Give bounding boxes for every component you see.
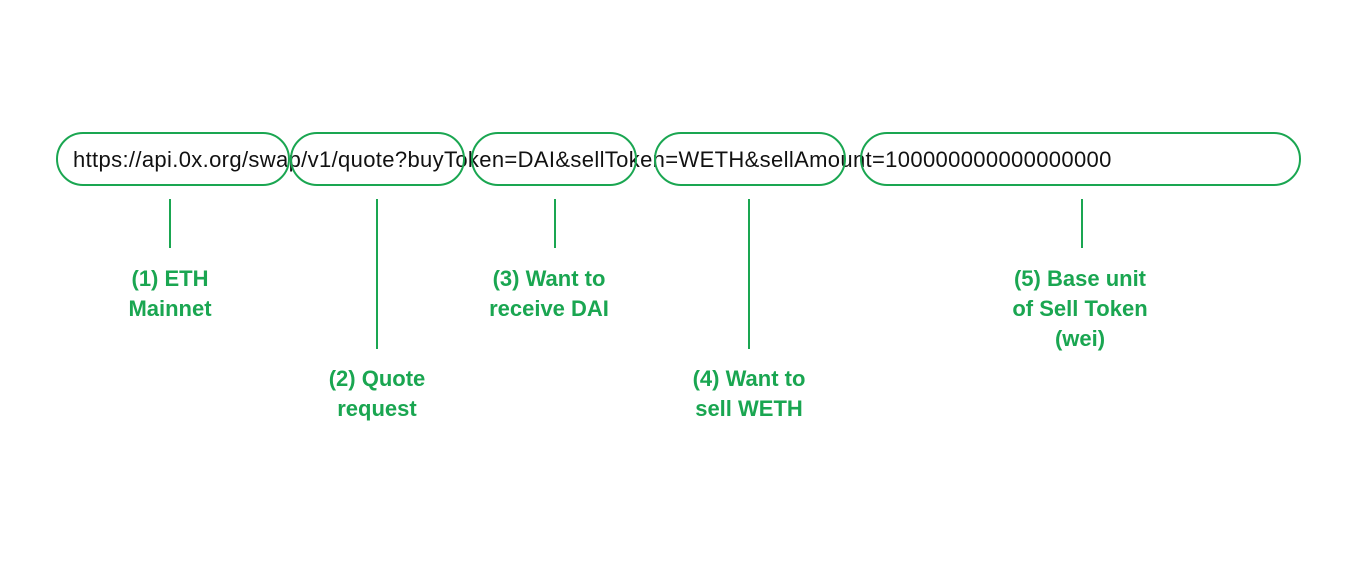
url-ampersand-1: & <box>555 147 571 172</box>
annotation-line: (4) Want to <box>692 366 806 391</box>
annotation-line: receive DAI <box>489 296 609 321</box>
sell-token-connector <box>748 199 750 349</box>
annotation-line: (3) Want to <box>492 266 606 291</box>
annotation-line: (1) ETH <box>131 266 209 291</box>
host-highlight <box>56 132 290 186</box>
path-connector <box>376 199 378 349</box>
annotation-base-unit: (5) Base unit of Sell Token (wei) <box>970 264 1190 354</box>
annotation-line: request <box>337 396 417 421</box>
host-connector <box>169 199 171 248</box>
sell-token-highlight <box>654 132 846 186</box>
url-query-mark: ? <box>394 147 408 172</box>
url-ampersand-2: & <box>744 147 760 172</box>
annotation-line: of Sell Token <box>1012 296 1148 321</box>
annotation-eth-mainnet: (1) ETH Mainnet <box>60 264 280 324</box>
url-host: https://api.0x.org/ <box>73 147 249 172</box>
buy-token-connector <box>554 199 556 248</box>
annotation-line: (2) Quote <box>328 366 426 391</box>
buy-token-highlight <box>471 132 637 186</box>
annotation-line: (wei) <box>1054 326 1106 351</box>
annotation-quote-request: (2) Quote request <box>267 364 487 424</box>
sell-amount-highlight <box>860 132 1301 186</box>
annotation-receive-dai: (3) Want to receive DAI <box>439 264 659 324</box>
annotation-sell-weth: (4) Want to sell WETH <box>639 364 859 424</box>
sell-amount-connector <box>1081 199 1083 248</box>
annotation-line: Mainnet <box>128 296 212 321</box>
annotation-line: (5) Base unit <box>1013 266 1147 291</box>
annotation-line: sell WETH <box>695 396 803 421</box>
path-highlight <box>290 132 465 186</box>
